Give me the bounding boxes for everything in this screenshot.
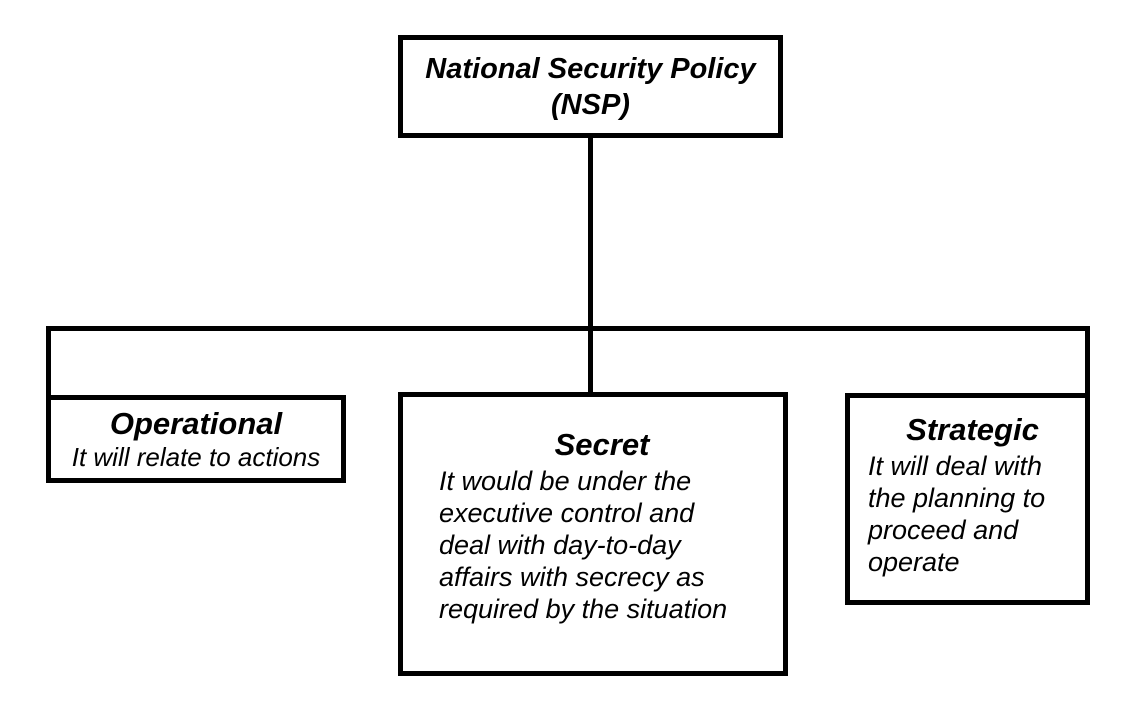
node-national-security-policy: National Security Policy (NSP) <box>398 35 783 138</box>
node-strategic-heading: Strategic <box>906 412 1039 447</box>
node-secret-heading: Secret <box>554 427 650 462</box>
node-strategic: Strategic It will deal with the planning… <box>845 393 1090 605</box>
connector-horizontal-rail <box>46 326 1090 331</box>
connector-trunk-vertical <box>588 138 593 331</box>
connector-drop-operational <box>46 331 51 395</box>
node-secret: Secret It would be under the executive c… <box>398 392 788 676</box>
node-national-security-policy-label: National Security Policy (NSP) <box>425 52 756 121</box>
node-operational-heading: Operational <box>109 406 283 441</box>
node-strategic-description: It will deal with the planning to procee… <box>868 451 1046 577</box>
node-secret-description: It would be under the executive control … <box>439 466 728 624</box>
node-operational-description: It will relate to actions <box>71 442 321 472</box>
node-operational: Operational It will relate to actions <box>46 395 346 483</box>
connector-drop-strategic <box>1085 331 1090 393</box>
connector-drop-secret <box>588 331 593 392</box>
